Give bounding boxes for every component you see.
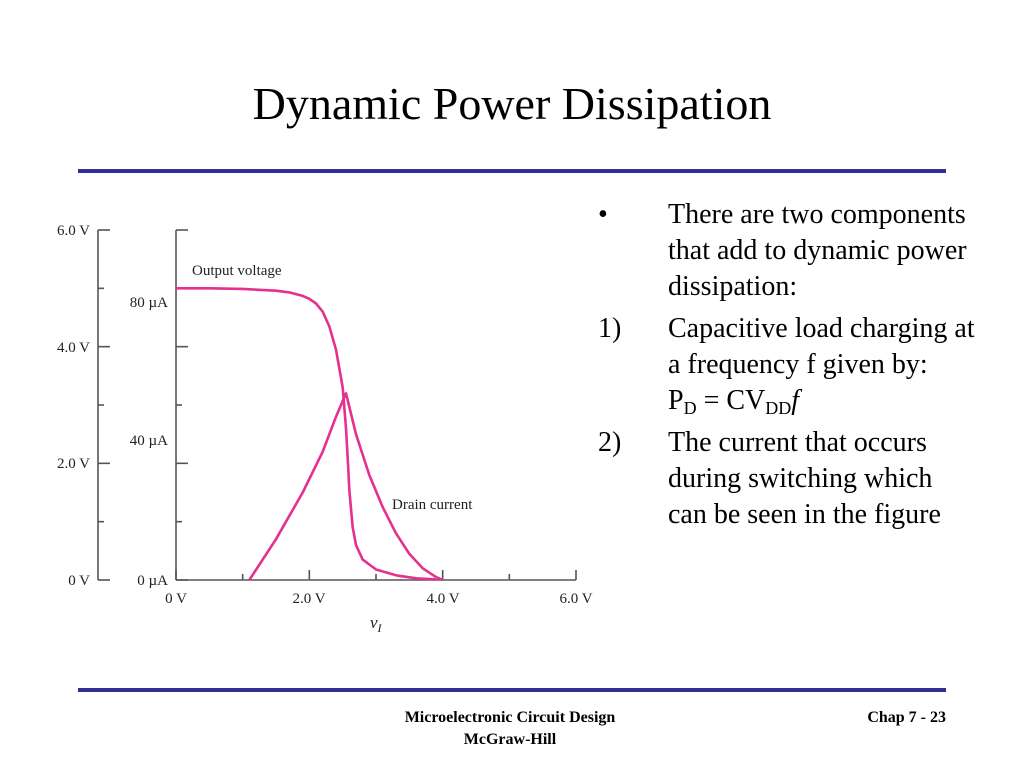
chart-ticks [98,229,577,581]
formula-v-sub: DD [765,398,792,418]
series-line-output-voltage [176,287,437,581]
footer-credit: Microelectronic Circuit Design McGraw-Hi… [340,707,680,751]
power-formula: PD = CVDDf [668,383,978,419]
y-right-tick-label: 0 µA [137,573,168,589]
formula-eq: = CV [696,385,766,416]
transfer-chart: 6.0 V 4.0 V 2.0 V 0 V 80 µA 40 µA 0 µA 0… [57,223,593,635]
bottom-divider [78,688,946,692]
y-left-tick-label: 6.0 V [57,223,90,239]
top-divider [78,169,946,173]
bullet-item: 1) Capacitive load charging at a frequen… [598,311,978,419]
slide-title: Dynamic Power Dissipation [252,78,772,129]
y-left-tick-label: 4.0 V [57,340,90,356]
bullet-text: Capacitive load charging at a frequency … [668,313,975,380]
footer-page-number: Chap 7 - 23 [867,709,946,726]
series-label-output-voltage: Output voltage [192,263,282,279]
bullet-text: The current that occurs during switching… [668,427,941,530]
bullet-item: • There are two components that add to d… [598,197,978,305]
bullet-marker: • [598,199,608,230]
series-line-drain-current [248,392,444,582]
chart-axes [97,230,576,581]
x-tick-label: 0 V [165,591,187,607]
bullet-list: • There are two components that add to d… [598,197,978,539]
x-axis-label: vI [370,613,383,635]
formula-p: P [668,385,684,416]
formula-f: f [791,385,800,416]
chart-curves [176,287,444,582]
formula-p-sub: D [683,398,697,418]
y-right-tick-label: 40 µA [130,433,168,449]
y-left-tick-label: 2.0 V [57,456,90,472]
series-label-drain-current: Drain current [392,497,473,513]
x-tick-label: 4.0 V [426,591,459,607]
bullet-marker: 2) [598,427,622,458]
x-tick-label: 2.0 V [292,591,325,607]
bullet-marker: 1) [598,313,622,344]
y-right-tick-label: 80 µA [130,295,168,311]
y-left-tick-label: 0 V [68,573,90,589]
bullet-item: 2) The current that occurs during switch… [598,425,978,533]
footer-publisher: McGraw-Hill [463,731,557,748]
x-tick-label: 6.0 V [559,591,592,607]
bullet-text: There are two components that add to dyn… [668,199,967,302]
footer-course: Microelectronic Circuit Design [404,709,616,726]
